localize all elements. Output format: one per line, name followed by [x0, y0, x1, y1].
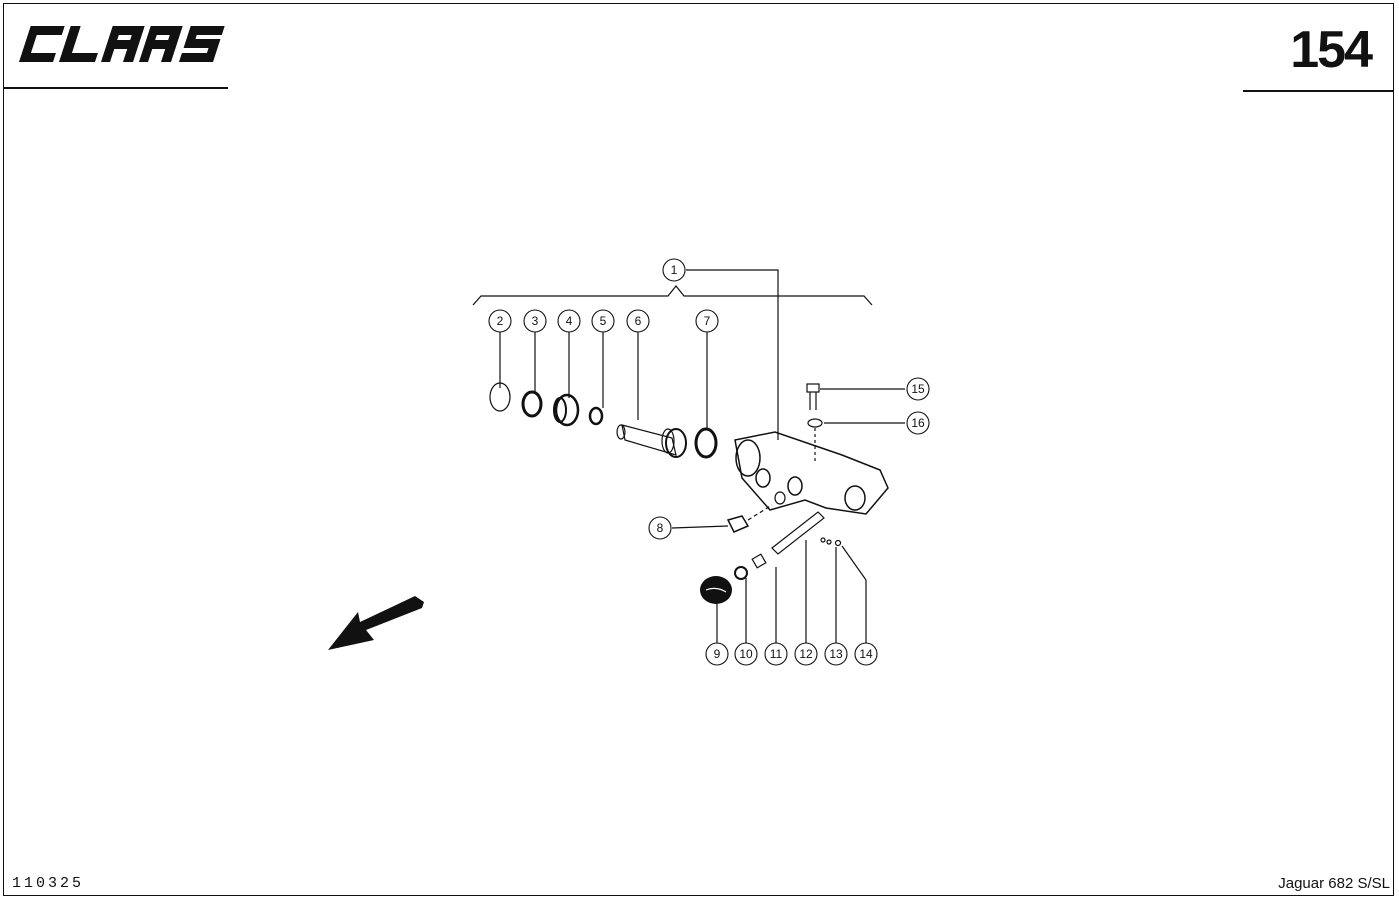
logo-underline: [3, 87, 228, 89]
callout-1: 1: [662, 258, 686, 282]
svg-text:13: 13: [829, 647, 843, 661]
page-number: 154: [1290, 21, 1373, 79]
svg-text:11: 11: [770, 647, 783, 661]
svg-text:10: 10: [739, 647, 753, 661]
svg-text:7: 7: [704, 314, 711, 328]
callout-9: 9: [705, 642, 729, 666]
svg-text:4: 4: [566, 314, 573, 328]
callout-13: 13: [824, 642, 848, 666]
callout-14: 14: [854, 642, 878, 666]
callout-8: 8: [648, 516, 672, 540]
callout-12: 12: [794, 642, 818, 666]
claas-logo: [19, 26, 225, 62]
document-code: 110325: [12, 875, 85, 892]
svg-text:9: 9: [714, 647, 721, 661]
svg-text:1: 1: [671, 263, 678, 277]
knob-part: [700, 576, 732, 604]
svg-text:14: 14: [859, 647, 873, 661]
svg-text:5: 5: [600, 314, 607, 328]
callout-4: 4: [557, 309, 581, 333]
arrow-down-left-icon: [328, 596, 424, 650]
svg-text:6: 6: [635, 314, 642, 328]
svg-text:2: 2: [497, 314, 504, 328]
svg-text:3: 3: [532, 314, 539, 328]
svg-text:16: 16: [911, 416, 925, 430]
callout-2: 2: [488, 309, 512, 333]
svg-text:8: 8: [657, 521, 664, 535]
callout-5: 5: [591, 309, 615, 333]
callout-15: 15: [906, 377, 930, 401]
page-number-underline: [1243, 90, 1393, 92]
callout-6: 6: [626, 309, 650, 333]
callout-7: 7: [695, 309, 719, 333]
callout-3: 3: [523, 309, 547, 333]
svg-text:12: 12: [799, 647, 813, 661]
callout-10: 10: [734, 642, 758, 666]
callout-16: 16: [906, 411, 930, 435]
page-frame: [3, 3, 1394, 896]
model-name: Jaguar 682 S/SL: [1278, 875, 1390, 892]
svg-text:15: 15: [911, 382, 925, 396]
callout-11: 11: [764, 642, 788, 666]
